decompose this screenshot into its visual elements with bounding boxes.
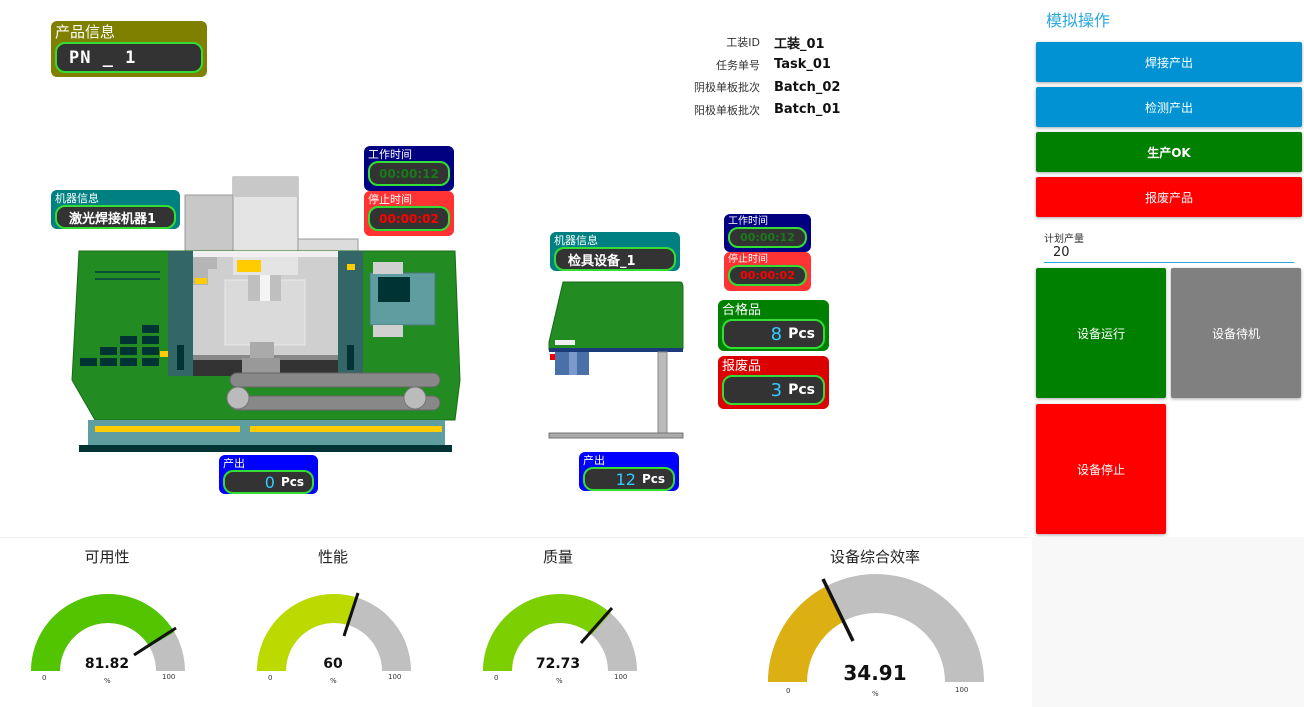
sidebar-title: 模拟操作 <box>1046 11 1111 30</box>
quality-value: 72.73 <box>535 656 581 672</box>
performance-value: 60 <box>323 656 343 672</box>
availability-title: 可用性 <box>84 548 130 566</box>
production-ok-button[interactable]: 生产OK <box>1036 132 1302 172</box>
inspector-name: 检具设备_1 <box>554 247 676 271</box>
oee-gauge <box>768 574 984 682</box>
oee-value: 34.91 <box>843 661 907 685</box>
welder-work-time: 00:00:12 <box>368 161 450 186</box>
scrap-product-button[interactable]: 报废产品 <box>1036 177 1302 217</box>
inspector-stop-time: 00:00:02 <box>728 265 807 286</box>
inspector-work-time: 00:00:12 <box>728 227 807 248</box>
product-info-label: 产品信息 <box>55 23 116 41</box>
inspector-work-time-panel: 工作时间 00:00:12 <box>724 214 811 252</box>
welder-work-time-panel: 工作时间 00:00:12 <box>364 146 454 191</box>
quality-title: 质量 <box>542 548 573 566</box>
machine-stop-button[interactable]: 设备停止 <box>1036 404 1166 534</box>
oee-title: 设备综合效率 <box>829 548 920 566</box>
product-info-panel: 产品信息 PN _ 1 <box>51 21 207 77</box>
inspect-output-button[interactable]: 检测产出 <box>1036 87 1302 127</box>
planned-output-input[interactable]: 20 <box>1044 245 1294 263</box>
performance-gauge <box>257 592 411 671</box>
welder-stop-time: 00:00:02 <box>368 206 450 231</box>
product-info-value: PN _ 1 <box>55 42 203 73</box>
scrap-count: 3 <box>770 379 783 401</box>
inspector-output-count: 12 <box>615 469 636 489</box>
availability-gauge <box>31 593 185 671</box>
inspector-info-panel: 机器信息 检具设备_1 <box>550 232 680 271</box>
laser-welder-illustration <box>71 176 461 452</box>
inspection-fixture-illustration <box>548 281 684 439</box>
planned-output-field[interactable]: 计划产量 20 <box>1044 230 1294 263</box>
weld-output-button[interactable]: 焊接产出 <box>1036 42 1302 82</box>
welder-name: 激光焊接机器1 <box>55 205 176 229</box>
planned-output-label: 计划产量 <box>1044 234 1084 245</box>
welder-info-label: 机器信息 <box>55 192 99 205</box>
quality-gauge <box>483 594 637 671</box>
simulation-sidebar: 模拟操作 焊接产出 检测产出 生产OK 报废产品 计划产量 20 设备运行 设备… <box>1032 0 1304 535</box>
availability-value: 81.82 <box>84 656 130 672</box>
performance-title: 性能 <box>317 548 348 566</box>
machine-run-button[interactable]: 设备运行 <box>1036 268 1166 398</box>
sidebar-empty-area <box>1032 537 1304 707</box>
machine-standby-button[interactable]: 设备待机 <box>1171 268 1301 398</box>
good-count: 8 <box>770 323 783 345</box>
welder-output-count: 0 <box>264 472 275 492</box>
inspector-stop-time-panel: 停止时间 00:00:02 <box>724 252 811 291</box>
welder-stop-time-panel: 停止时间 00:00:02 <box>364 191 454 236</box>
welder-info-panel: 机器信息 激光焊接机器1 <box>51 190 180 229</box>
